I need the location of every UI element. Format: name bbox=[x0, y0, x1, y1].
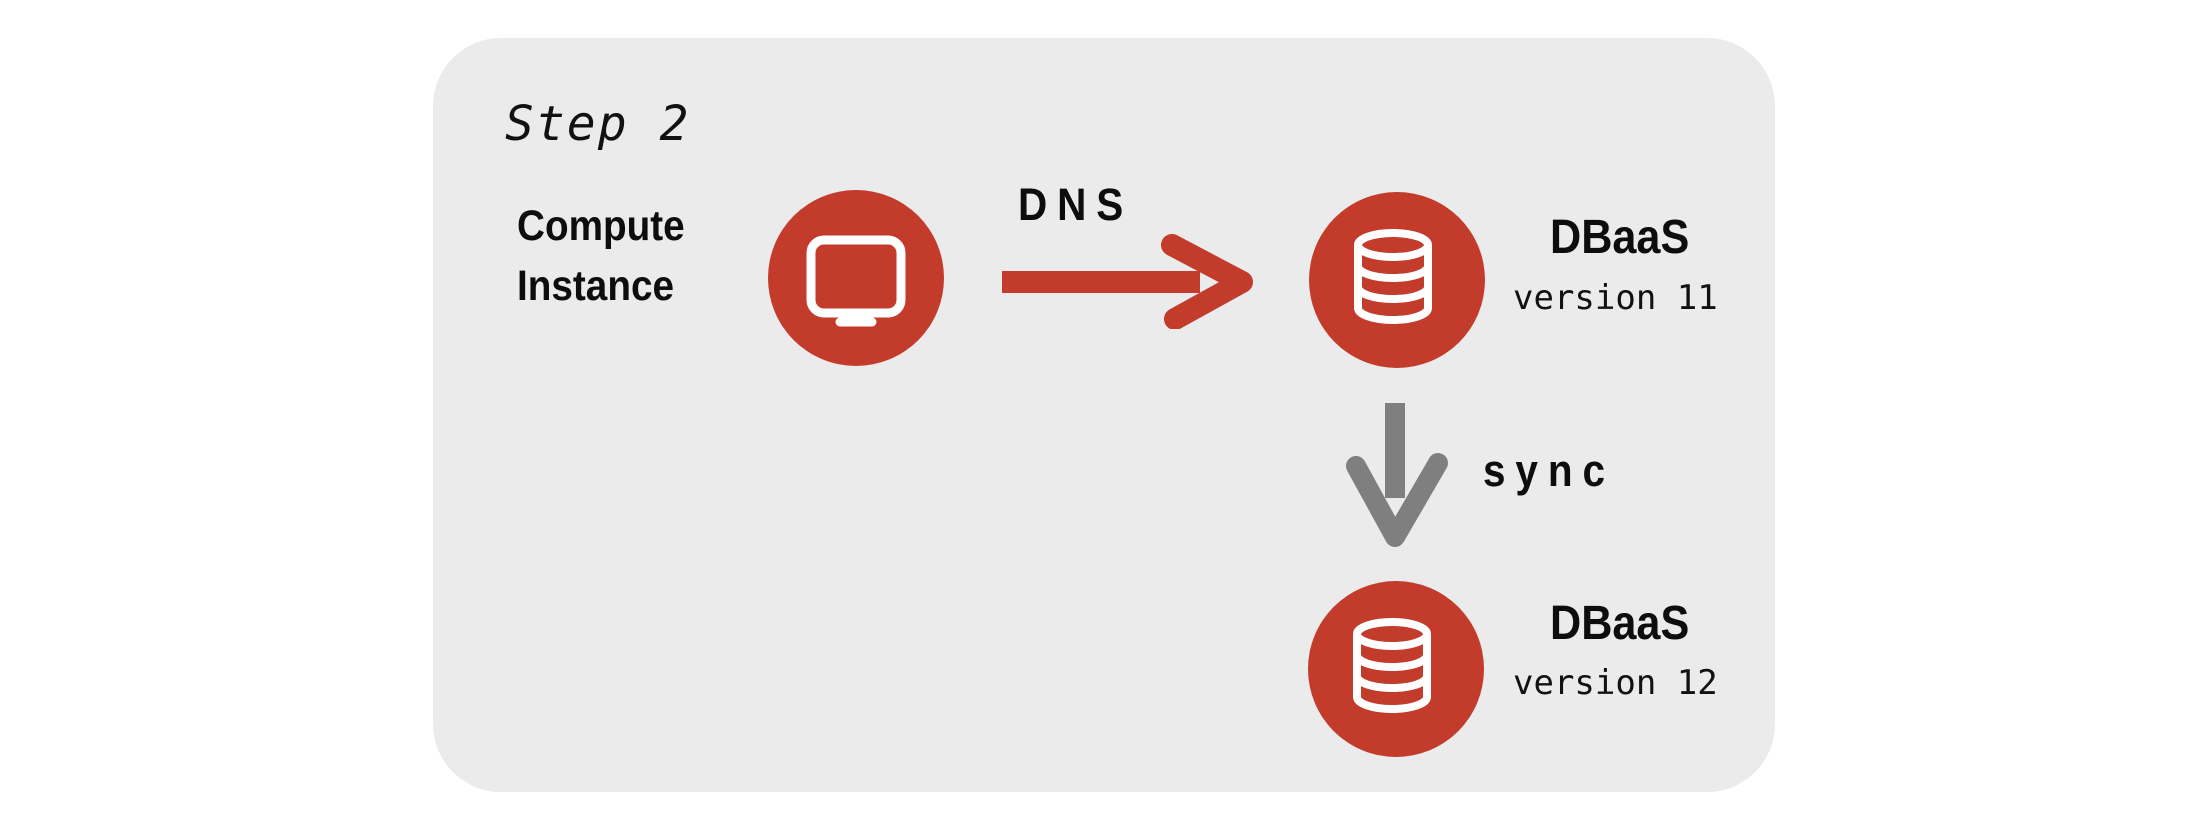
compute-label-line1: Compute bbox=[517, 202, 685, 250]
database-icon bbox=[1353, 618, 1431, 713]
dbaas-v11-subtitle: version 11 bbox=[1513, 278, 1718, 318]
step-title: Step 2 bbox=[505, 96, 691, 152]
dns-edge-label: DNS bbox=[1018, 179, 1134, 230]
compute-label-line2: Instance bbox=[517, 262, 675, 310]
step-panel bbox=[433, 38, 1775, 792]
database-icon bbox=[1354, 229, 1432, 324]
dbaas-v12-node bbox=[1308, 581, 1484, 757]
dbaas-v12-subtitle: version 12 bbox=[1513, 663, 1718, 703]
dbaas-v11-title: DBaaS bbox=[1550, 211, 1690, 264]
sync-arrow-down-icon bbox=[1346, 403, 1448, 547]
compute-instance-label: Compute Instance bbox=[517, 196, 685, 316]
sync-edge-label: sync bbox=[1483, 445, 1615, 496]
dbaas-v12-title: DBaaS bbox=[1550, 597, 1690, 650]
dbaas-v11-node bbox=[1309, 192, 1485, 368]
compute-instance-node bbox=[768, 190, 944, 366]
monitor-icon bbox=[806, 235, 906, 327]
dns-arrow-right-icon bbox=[1002, 234, 1253, 329]
